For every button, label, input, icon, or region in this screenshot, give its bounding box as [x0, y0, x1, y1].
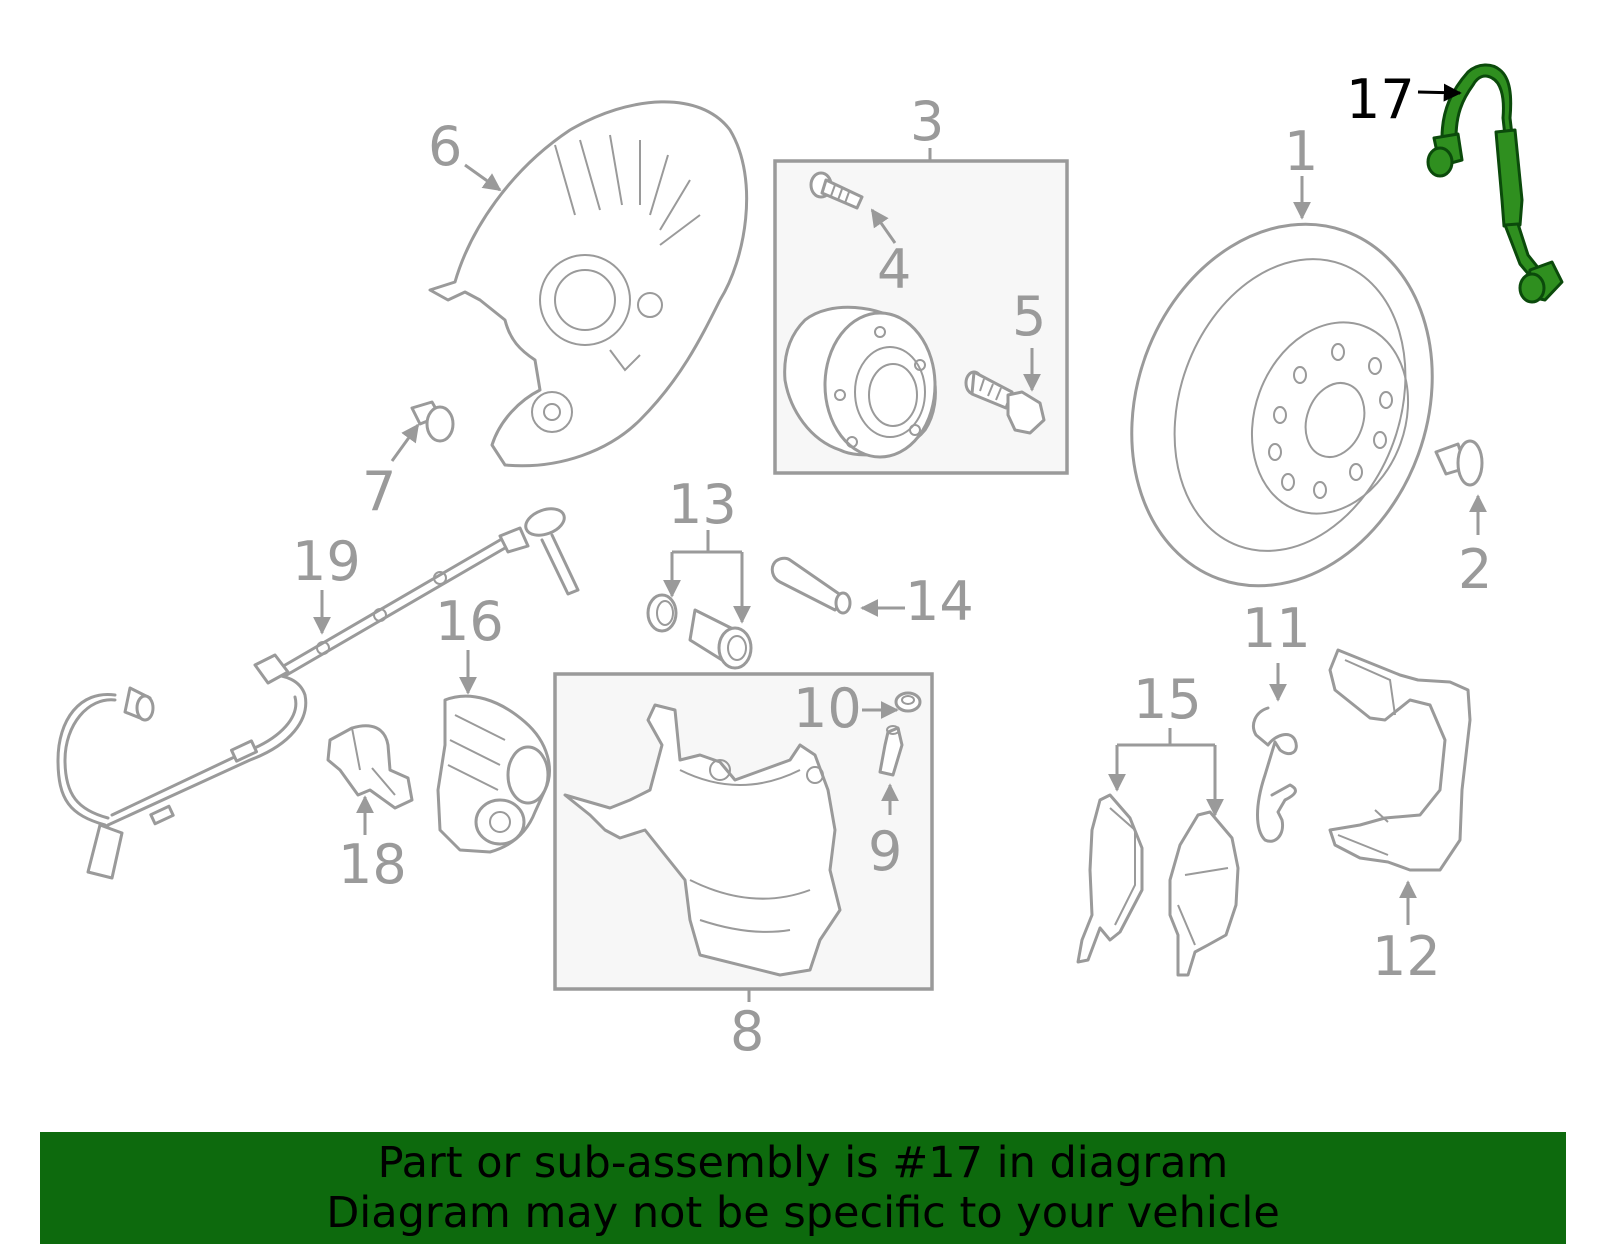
brake-pads[interactable]	[1076, 793, 1240, 977]
callout-12: 12	[1372, 925, 1441, 988]
guide-bushings[interactable]	[646, 593, 753, 670]
banner-line-part: Part or sub-assembly is #17 in diagram	[377, 1138, 1229, 1188]
callout-14: 14	[905, 570, 974, 633]
callout-11: 11	[1242, 597, 1311, 660]
callout-8: 8	[730, 1000, 764, 1063]
speed-sensor-18[interactable]	[326, 724, 414, 810]
callout-17: 17	[1346, 68, 1415, 131]
spring-clip-11[interactable]	[1252, 706, 1298, 843]
bolt-7[interactable]	[410, 400, 455, 443]
parking-brake-motor[interactable]	[436, 694, 551, 854]
callout-19: 19	[292, 530, 361, 593]
hub-bolt-5[interactable]	[964, 370, 1046, 435]
callout-6: 6	[428, 115, 462, 178]
callout-3: 3	[910, 90, 944, 153]
bleeder-cap-10[interactable]	[894, 691, 922, 713]
callout-10: 10	[793, 677, 862, 740]
callout-1: 1	[1284, 120, 1318, 183]
caliper-bracket[interactable]	[1328, 648, 1472, 872]
callout-9: 9	[868, 820, 902, 883]
callout-4: 4	[877, 238, 911, 301]
bleeder-screw-9[interactable]	[878, 725, 904, 777]
info-banner: Part or sub-assembly is #17 in diagram D…	[40, 1132, 1566, 1244]
brake-rotor[interactable]	[1082, 182, 1481, 629]
abs-sensor-wire[interactable]	[56, 504, 580, 880]
callout-7: 7	[362, 460, 396, 523]
callout-15: 15	[1133, 668, 1202, 731]
callout-16: 16	[435, 590, 504, 653]
dust-shield[interactable]	[428, 100, 749, 468]
banner-line-disclaimer: Diagram may not be specific to your vehi…	[326, 1188, 1280, 1238]
callout-2: 2	[1458, 538, 1492, 601]
callout-5: 5	[1012, 285, 1046, 348]
hub-bolt-4[interactable]	[809, 171, 864, 210]
brake-hose-17[interactable]	[1426, 63, 1564, 304]
rotor-screw-2[interactable]	[1434, 439, 1484, 487]
hub-bearing[interactable]	[783, 305, 937, 459]
callout-18: 18	[338, 833, 407, 896]
callout-13: 13	[668, 473, 737, 536]
brake-caliper[interactable]	[563, 703, 842, 977]
leader-lines	[313, 83, 1487, 1002]
guide-pin-14[interactable]	[770, 556, 852, 615]
